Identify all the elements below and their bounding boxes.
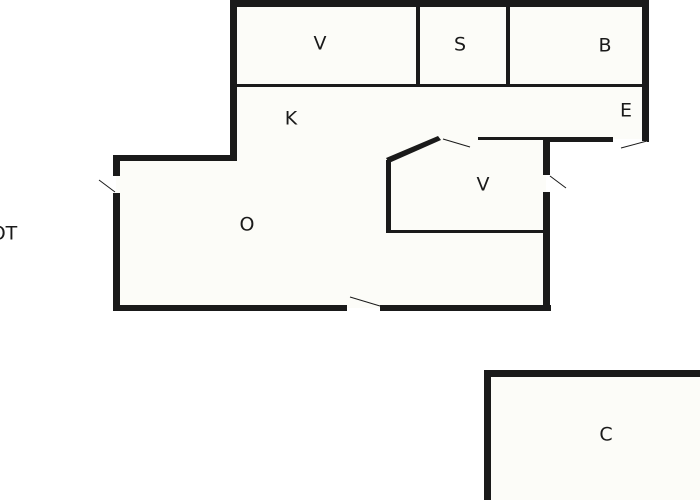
room-label-e: E: [620, 100, 632, 122]
door-right[interactable]: [549, 175, 567, 189]
room-label-v-top: V: [314, 33, 327, 55]
door-v-inner[interactable]: [442, 138, 471, 148]
floor-c: [488, 374, 700, 500]
room-label-o: O: [240, 214, 255, 236]
door-left[interactable]: [98, 179, 116, 193]
room-label-s: S: [454, 34, 466, 56]
door-e[interactable]: [620, 140, 648, 149]
area-label-ot: OT: [0, 223, 18, 245]
door-bottom[interactable]: [349, 296, 381, 307]
doors: [98, 138, 648, 307]
walls-c: [484, 370, 700, 500]
walls: [113, 0, 649, 311]
room-label-k: K: [285, 108, 298, 130]
room-label-v-inner: V: [477, 174, 490, 196]
room-label-c: C: [599, 424, 612, 446]
room-label-b: B: [598, 35, 611, 57]
